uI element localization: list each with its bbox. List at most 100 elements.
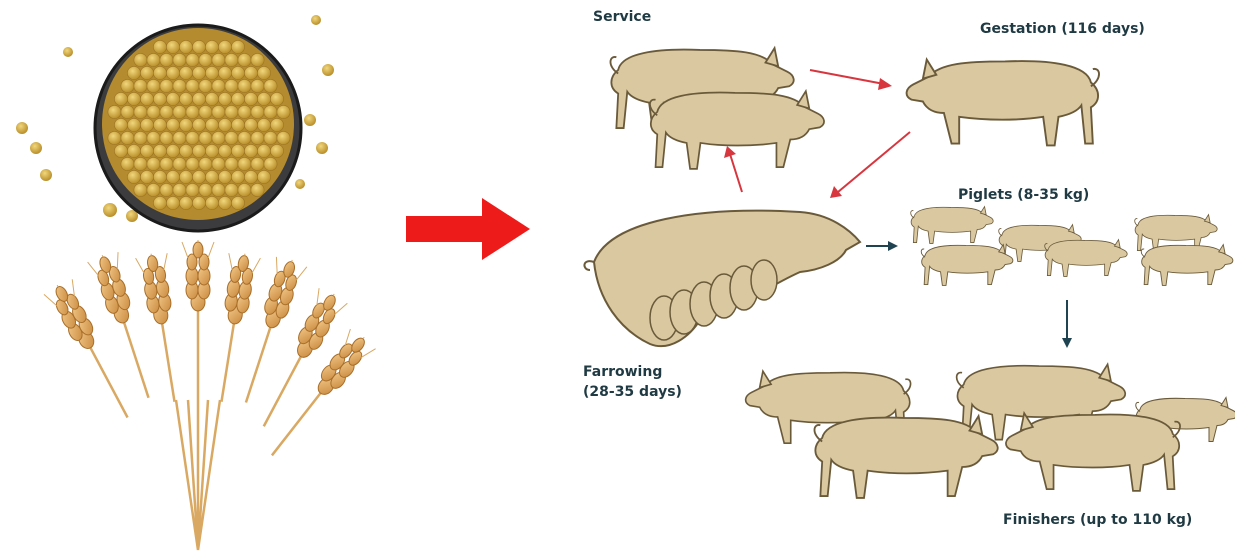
soybean <box>192 40 205 53</box>
soybean <box>218 66 231 79</box>
soybean <box>225 105 238 118</box>
soybean <box>179 170 192 183</box>
soybean <box>147 79 160 92</box>
soybean <box>186 79 199 92</box>
soybean <box>166 118 179 131</box>
soybean <box>186 105 199 118</box>
soybean <box>231 170 244 183</box>
soybean <box>212 105 225 118</box>
soybean <box>225 131 238 144</box>
feed-to-pigs-arrow <box>406 198 530 260</box>
soybean <box>231 66 244 79</box>
soybean <box>218 144 231 157</box>
soybean <box>205 40 218 53</box>
soybean <box>186 183 199 196</box>
soybean <box>238 157 251 170</box>
soybean <box>231 118 244 131</box>
soybean <box>140 118 153 131</box>
soybean <box>160 53 173 66</box>
soybean <box>270 144 283 157</box>
soybean <box>179 92 192 105</box>
soybean <box>218 92 231 105</box>
soybean <box>238 79 251 92</box>
soybean <box>173 105 186 118</box>
finishers-illustration <box>746 364 1235 498</box>
service-to-gestation-arrow <box>810 70 892 90</box>
soybean <box>199 53 212 66</box>
soybean <box>257 66 270 79</box>
soybean <box>225 53 238 66</box>
soybean <box>257 170 270 183</box>
farrowing-sow-illustration <box>584 211 860 346</box>
soybean <box>134 79 147 92</box>
soybean <box>121 79 134 92</box>
soybean <box>153 144 166 157</box>
soybean <box>140 66 153 79</box>
soybean <box>238 131 251 144</box>
soybean <box>264 105 277 118</box>
farrowing-duration-label: (28-35 days) <box>583 383 682 402</box>
soybean <box>186 131 199 144</box>
soybean <box>179 196 192 209</box>
soybean <box>231 40 244 53</box>
soybean <box>153 170 166 183</box>
piglets-to-finishers-arrow <box>1062 300 1072 348</box>
soybean <box>218 196 231 209</box>
soybean <box>277 131 290 144</box>
soybean <box>147 183 160 196</box>
soybean <box>173 131 186 144</box>
soybean <box>153 66 166 79</box>
soybean <box>192 92 205 105</box>
piglets-label: Piglets (8-35 kg) <box>958 186 1089 205</box>
soybean <box>153 92 166 105</box>
soybean <box>186 53 199 66</box>
gestation-sow-illustration <box>907 60 1099 146</box>
soybean <box>134 53 147 66</box>
soybean <box>212 79 225 92</box>
soybean <box>225 79 238 92</box>
soybean <box>199 157 212 170</box>
soybean <box>257 118 270 131</box>
soybean <box>173 157 186 170</box>
soybean <box>205 196 218 209</box>
soybean <box>173 183 186 196</box>
soybean <box>199 183 212 196</box>
soybean <box>166 40 179 53</box>
soybean <box>166 196 179 209</box>
soybean-bowl-image <box>16 15 334 231</box>
soybean <box>251 131 264 144</box>
soybean <box>108 105 121 118</box>
soybean <box>264 157 277 170</box>
soybean <box>218 118 231 131</box>
soybean <box>147 105 160 118</box>
soybean <box>199 131 212 144</box>
soybean <box>153 40 166 53</box>
soybean <box>160 105 173 118</box>
soybean <box>257 92 270 105</box>
soybean <box>134 157 147 170</box>
soybean <box>114 118 127 131</box>
soybean <box>244 66 257 79</box>
soybean <box>199 105 212 118</box>
soybean <box>140 144 153 157</box>
soybean <box>212 131 225 144</box>
soybean <box>277 105 290 118</box>
soybean <box>238 183 251 196</box>
soybean <box>121 131 134 144</box>
soybean <box>127 144 140 157</box>
soybean <box>244 170 257 183</box>
soybean <box>160 79 173 92</box>
soybean <box>218 170 231 183</box>
soybean <box>192 196 205 209</box>
soybean <box>127 170 140 183</box>
soybean <box>264 131 277 144</box>
piglets-illustration <box>911 207 1233 286</box>
soybean <box>134 131 147 144</box>
finishers-label: Finishers (up to 110 kg) <box>1003 511 1192 530</box>
soybean <box>244 92 257 105</box>
soybean <box>153 196 166 209</box>
soybean <box>251 53 264 66</box>
soybean <box>121 105 134 118</box>
soybean <box>212 157 225 170</box>
